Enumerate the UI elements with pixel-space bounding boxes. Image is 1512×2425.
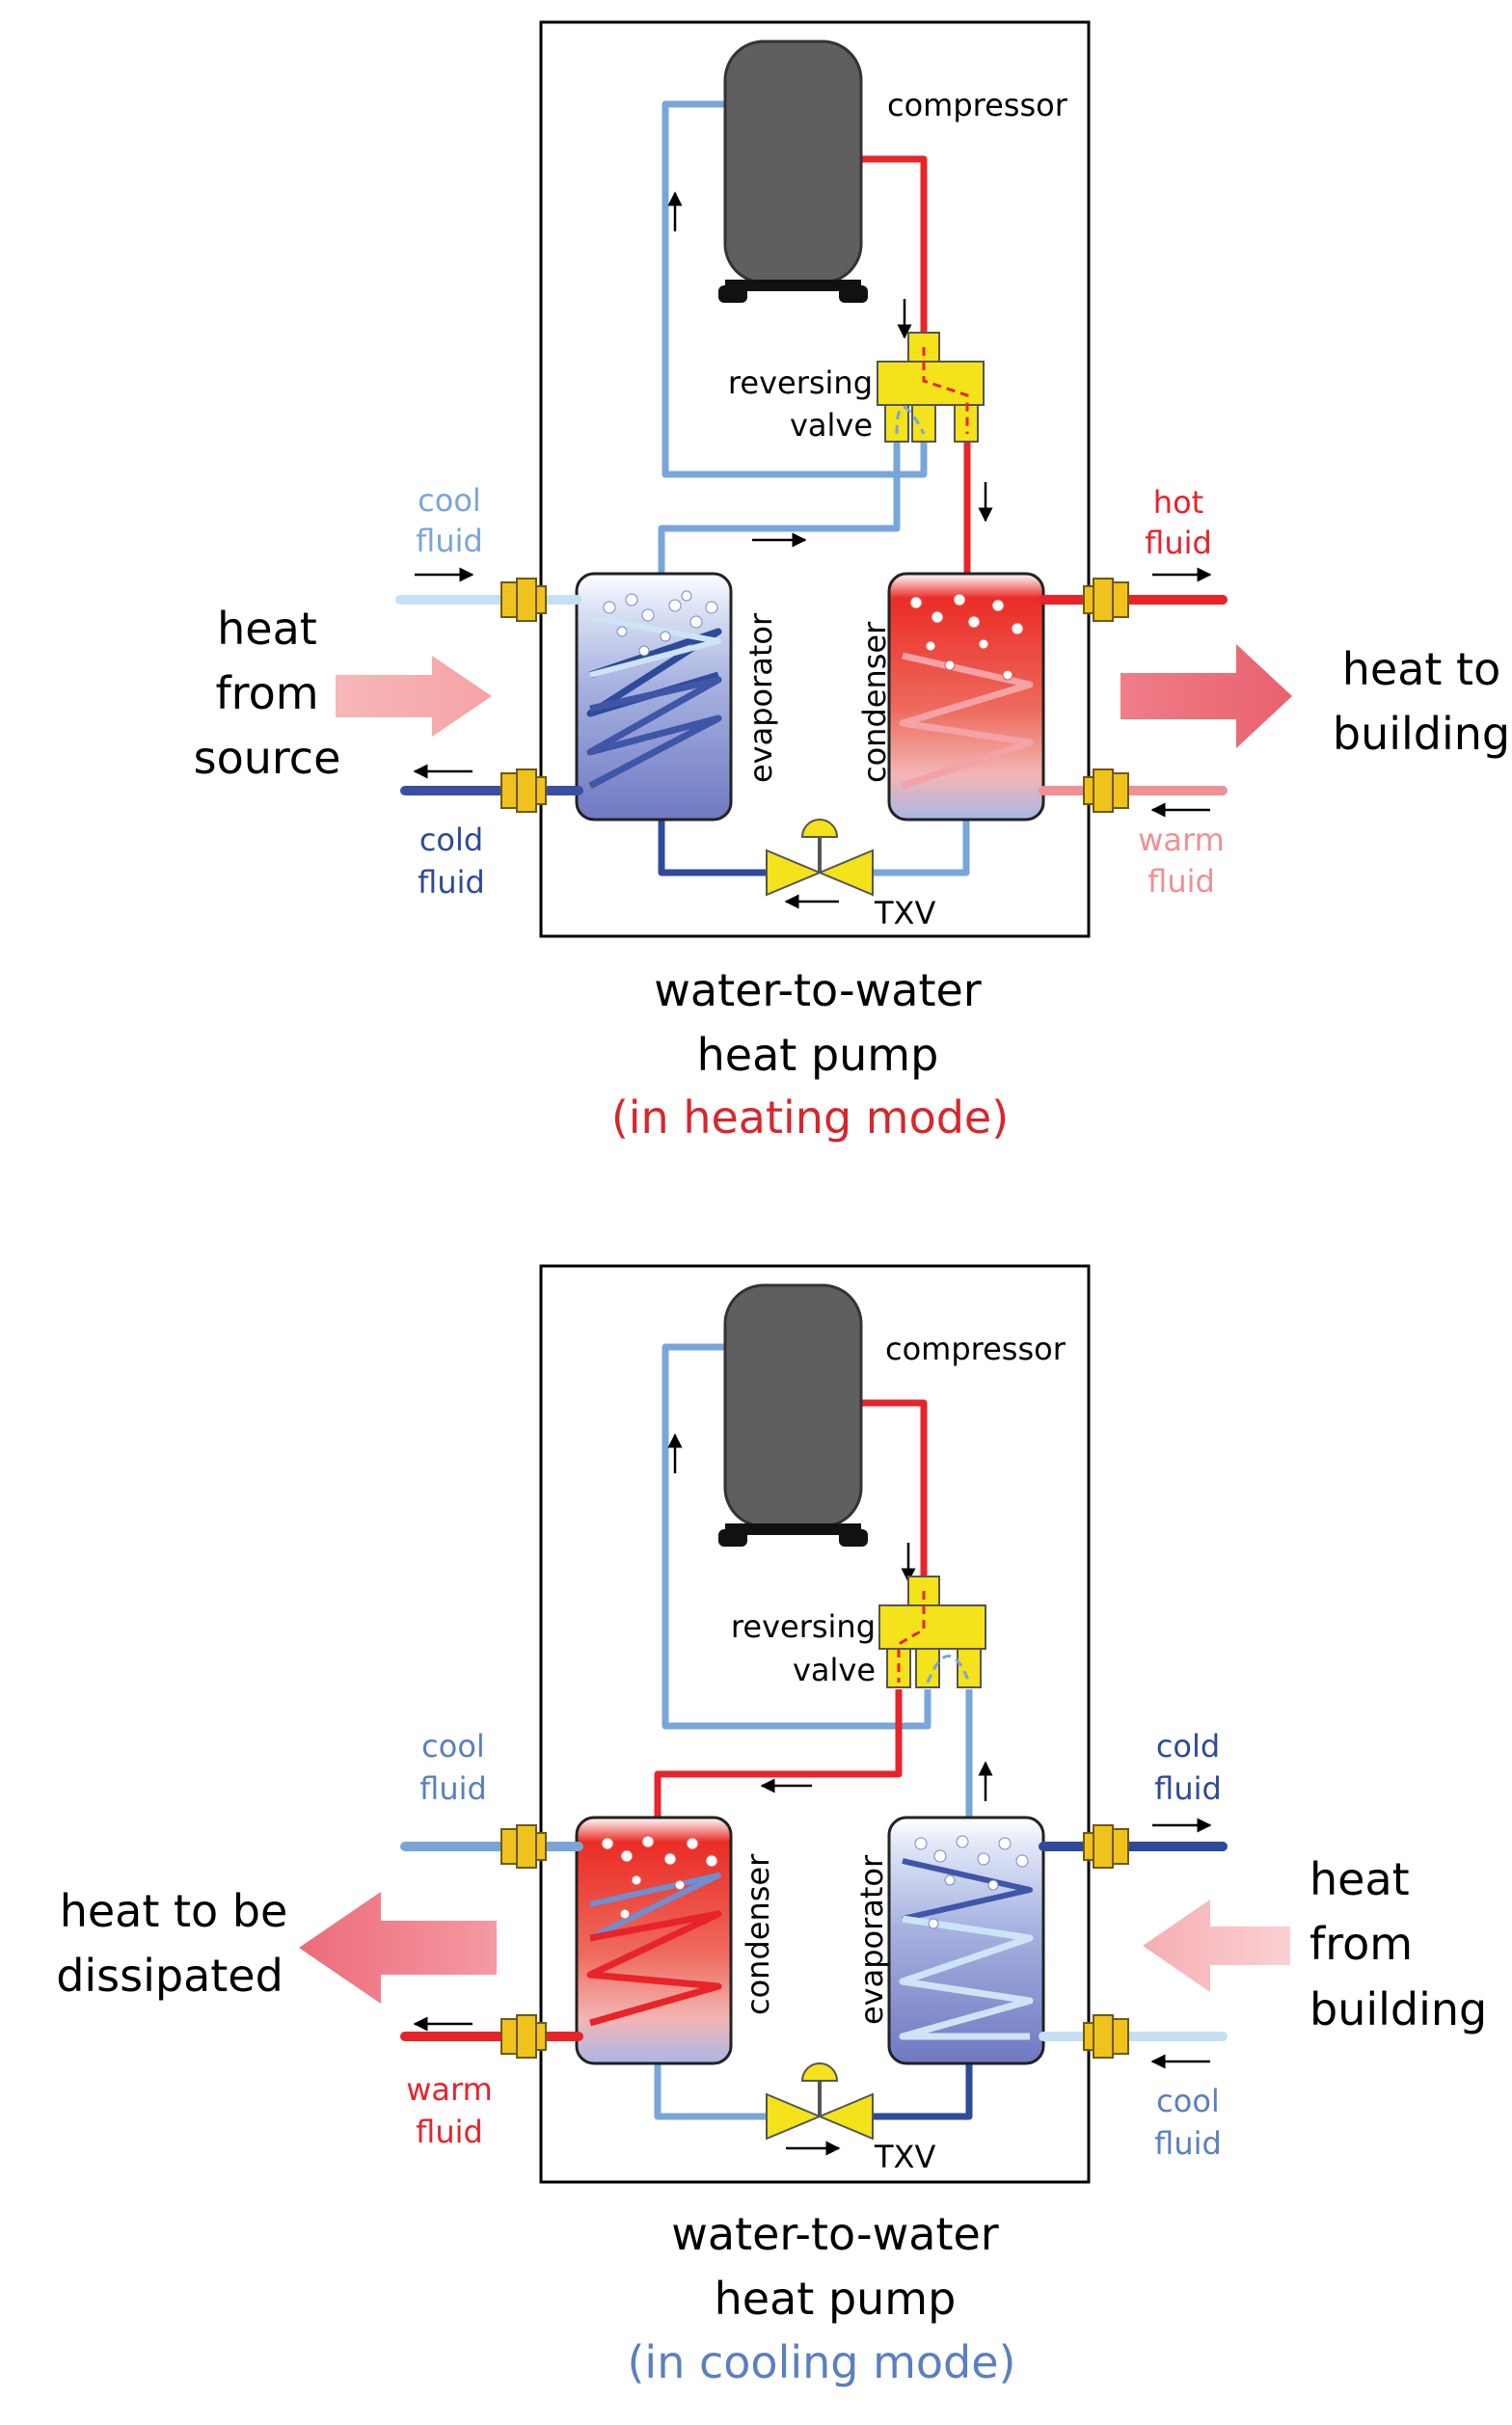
heat-from-source-label-line3: source — [194, 732, 341, 784]
compressor-body — [723, 40, 863, 284]
cooling-mode-diagram: compressor reversing valve cool fluid wa… — [56, 1264, 1487, 2388]
flow-arrows — [413, 191, 1212, 909]
compressor-base — [725, 1523, 861, 1535]
warm-fluid-label-line2: fluid — [1148, 863, 1215, 900]
condenser-label: condenser — [740, 1853, 776, 2015]
heat-to-building-label-line2: building — [1333, 708, 1510, 760]
condenser-tank — [887, 572, 1045, 822]
reversing-valve — [877, 332, 985, 443]
evaporator-to-txv-line — [873, 2061, 973, 2120]
flow-arrows — [413, 1433, 1212, 2156]
heat-to-be-dissipated-label-line2: dissipated — [56, 1950, 284, 2002]
cool-fluid-right-label-line1: cool — [1156, 2083, 1220, 2119]
fluid-pipes — [400, 1842, 1228, 2041]
cool-fluid-label-line1: cool — [421, 1728, 485, 1765]
cool-fluid-right-label-line2: fluid — [1154, 2125, 1222, 2162]
heat-from-building-label-line1: heat — [1310, 1853, 1410, 1905]
txv-label: TXV — [874, 895, 935, 931]
txv-to-condenser-line — [654, 2061, 767, 2120]
cool-fluid-label-line2: fluid — [416, 523, 483, 559]
txv-valve — [766, 2062, 874, 2141]
evaporator-tank — [887, 1816, 1045, 2065]
heating-mode-diagram: compressor reversing valve cool fluid co… — [194, 20, 1511, 1144]
cold-fluid-label-line2: fluid — [418, 864, 485, 901]
suction-line — [662, 1343, 932, 1730]
reversing-valve-label-line2: valve — [790, 407, 873, 444]
cold-fluid-label-line2: fluid — [1154, 1770, 1222, 1807]
refrigerant-pipes — [658, 100, 971, 876]
discharge-line — [861, 1399, 928, 1586]
condenser-to-txv-line — [873, 820, 970, 876]
caption-line1: water-to-water — [671, 2208, 998, 2260]
hot-fluid-label-line2: fluid — [1145, 525, 1212, 561]
reversing-valve-label-line2: valve — [793, 1652, 876, 1688]
evaporator-to-valve-line — [658, 439, 901, 579]
heat-from-source-label-line2: from — [215, 667, 318, 719]
compressor-base — [725, 280, 861, 291]
txv-to-evaporator-line — [658, 820, 767, 876]
heat-from-building-label-line2: from — [1310, 1918, 1413, 1970]
txv-valve — [766, 819, 874, 897]
heat-to-building-label-line1: heat to — [1342, 643, 1500, 695]
suction-line — [662, 100, 928, 478]
txv-label: TXV — [874, 2139, 935, 2175]
warm-fluid-label-line1: warm — [1138, 822, 1225, 858]
cold-fluid-label-line1: cold — [1156, 1728, 1220, 1765]
condenser-tank — [575, 1816, 733, 2065]
cool-fluid-label-line2: fluid — [419, 1770, 487, 1807]
reversing-valve-label-line1: reversing — [728, 364, 873, 401]
compressor-body — [723, 1283, 863, 1528]
caption-line2: heat pump — [715, 2273, 957, 2325]
heat-from-source-arrow — [336, 656, 492, 737]
hot-fluid-label-line1: hot — [1153, 484, 1203, 521]
cool-fluid-label-line1: cool — [418, 482, 481, 519]
caption-line2: heat pump — [697, 1029, 939, 1081]
cooling-mode-caption: (in cooling mode) — [627, 2336, 1015, 2388]
valve-to-condenser-line — [654, 1689, 903, 1822]
evaporator-label: evaporator — [742, 612, 779, 783]
brass-fittings — [500, 1824, 1129, 2059]
condenser-label: condenser — [856, 621, 893, 783]
compressor-label: compressor — [885, 1331, 1066, 1367]
brass-fittings — [500, 578, 1129, 813]
cooling-labels: compressor reversing valve cool fluid wa… — [56, 1331, 1487, 2388]
heating-mode-caption: (in heating mode) — [611, 1091, 1009, 1144]
caption-line1: water-to-water — [654, 964, 981, 1016]
heat-from-building-arrow — [1143, 1900, 1290, 1992]
compressor-label: compressor — [887, 87, 1068, 123]
heat-to-building-arrow — [1120, 644, 1292, 748]
fluid-pipes — [395, 595, 1228, 795]
compressor-unit — [718, 1283, 868, 1547]
discharge-line — [861, 155, 928, 342]
heating-labels: compressor reversing valve cool fluid co… — [194, 87, 1511, 1144]
reversing-valve-label-line1: reversing — [731, 1608, 876, 1645]
evaporator-tank — [575, 572, 733, 822]
heat-from-building-label-line3: building — [1310, 1983, 1487, 2035]
heat-pump-enclosure — [539, 20, 1091, 938]
evaporator-label: evaporator — [853, 1854, 890, 2025]
heat-to-be-dissipated-arrow — [299, 1892, 497, 2004]
warm-fluid-label-line1: warm — [406, 2071, 493, 2108]
reversing-valve — [878, 1576, 986, 1688]
refrigerant-pipes — [654, 1343, 973, 2120]
heat-from-source-label-line1: heat — [217, 603, 317, 655]
heat-to-be-dissipated-label-line1: heat to be — [60, 1885, 288, 1937]
compressor-unit — [718, 40, 868, 303]
warm-fluid-label-line2: fluid — [416, 2114, 483, 2150]
cold-fluid-label-line1: cold — [419, 822, 483, 858]
heat-pump-enclosure — [539, 1264, 1091, 2184]
